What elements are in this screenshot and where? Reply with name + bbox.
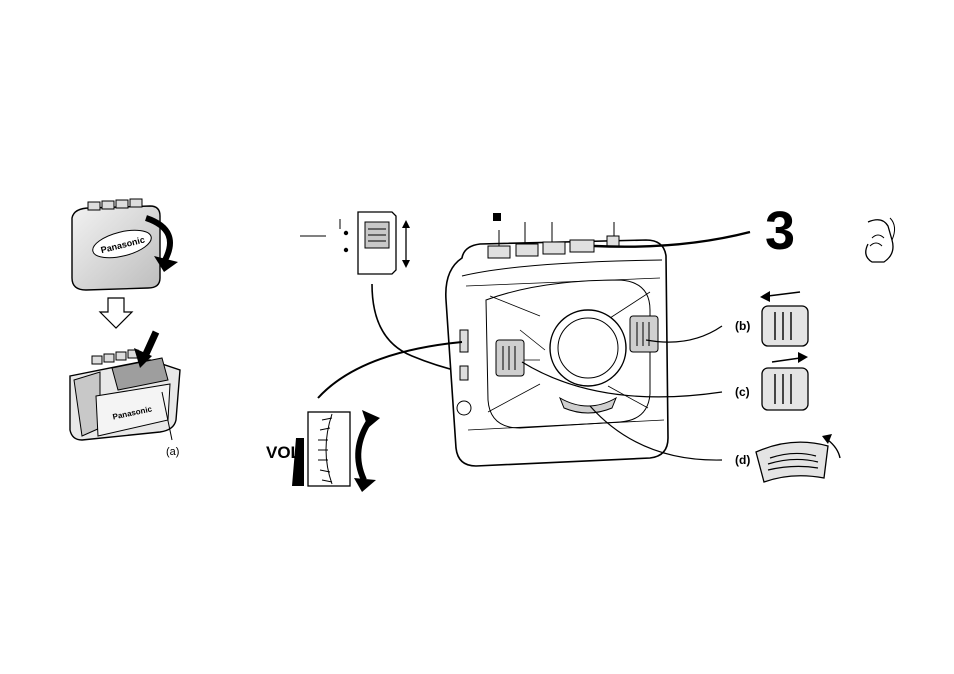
volume-rotate-arrow-icon bbox=[354, 410, 380, 492]
volume-leader bbox=[318, 342, 462, 398]
callout-c-label: (c) bbox=[735, 385, 750, 399]
rewind-key-detail bbox=[760, 291, 808, 346]
callout-a-label: (a) bbox=[166, 446, 179, 458]
stop-icon bbox=[493, 213, 501, 221]
fastforward-key-detail bbox=[762, 352, 808, 410]
open-player-illustration: Panasonic bbox=[70, 350, 180, 440]
callout-b-label: (b) bbox=[735, 319, 750, 333]
hand-press-icon bbox=[866, 218, 895, 262]
closed-player-illustration: Panasonic bbox=[72, 199, 160, 290]
volume-wheel-detail bbox=[308, 412, 350, 486]
callout-d-label: (d) bbox=[735, 453, 750, 467]
step-number: 3 bbox=[765, 201, 795, 261]
play-key-detail bbox=[756, 434, 840, 482]
down-arrow-icon bbox=[100, 298, 132, 328]
hold-switch-detail bbox=[300, 212, 410, 274]
player-body bbox=[446, 222, 668, 466]
